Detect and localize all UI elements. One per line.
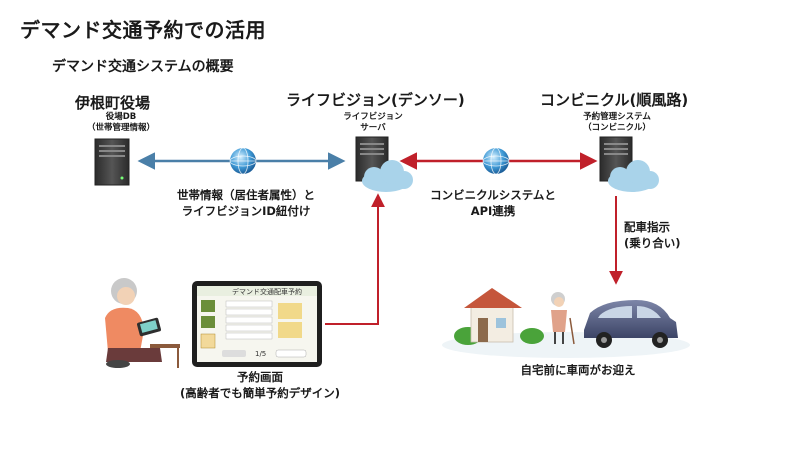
connection-label-dispatch-line1: 配車指示 <box>624 220 670 234</box>
page-subtitle: デマンド交通システムの概要 <box>52 59 234 75</box>
tablet-page-text: 1/5 <box>255 350 267 358</box>
connection-label-dispatch: 配車指示 (乗り合い) <box>624 219 700 251</box>
caption-booking: 予約画面 (高齢者でも簡単予約デザイン) <box>160 369 360 401</box>
caption-pickup: 自宅前に車両がお迎え <box>520 363 636 377</box>
node-sublabel-konbini-line1: 予約管理システム <box>583 112 651 122</box>
node-title-ine: 伊根町役場 <box>75 94 151 112</box>
tablet-illustration <box>192 281 322 367</box>
connection-label-left: 世帯情報（居住者属性）と ライフビジョンID紐付け <box>156 187 336 219</box>
node-title-life: ライフビジョン(デンソー) <box>286 91 465 109</box>
elderly-user-illustration <box>105 278 180 368</box>
cloud-icon-life <box>362 160 413 192</box>
arrow-tablet-life <box>325 193 385 325</box>
globe-icon-left <box>229 147 257 175</box>
node-title-konbini: コンビニクル(順風路) <box>540 91 689 109</box>
page-title: デマンド交通予約での活用 <box>20 18 266 42</box>
node-sublabel-konbini: 予約管理システム （コンビニクル） <box>577 112 657 134</box>
connection-label-right: コンビニクルシステムと API連携 <box>418 187 568 219</box>
server-icon-ine <box>94 138 130 186</box>
connection-label-left-line1: 世帯情報（居住者属性）と <box>177 188 315 202</box>
node-sublabel-ine-line1: 役場DB <box>105 112 137 122</box>
connection-label-left-line2: ライフビジョンID紐付け <box>181 204 311 218</box>
node-sublabel-life-line2: サーバ <box>360 123 386 133</box>
caption-booking-line2: (高齢者でも簡単予約デザイン) <box>179 386 340 400</box>
node-sublabel-life: ライフビジョン サーバ <box>333 112 413 134</box>
node-sublabel-konbini-line2: （コンビニクル） <box>583 123 651 133</box>
connection-label-dispatch-line2: (乗り合い) <box>624 236 681 250</box>
node-sublabel-life-line1: ライフビジョン <box>343 112 403 122</box>
tablet-header-text: デマンド交通配車予約 <box>232 288 302 296</box>
connection-label-right-line1: コンビニクルシステムと <box>430 188 556 202</box>
connection-label-right-line2: API連携 <box>470 204 516 218</box>
node-sublabel-ine-line2: （世帯管理情報） <box>86 123 155 133</box>
globe-icon-right <box>482 147 510 175</box>
caption-booking-line1: 予約画面 <box>237 370 283 384</box>
node-sublabel-ine: 役場DB （世帯管理情報） <box>80 112 162 134</box>
pickup-illustration <box>442 288 690 358</box>
cloud-icon-konbini <box>608 160 659 192</box>
